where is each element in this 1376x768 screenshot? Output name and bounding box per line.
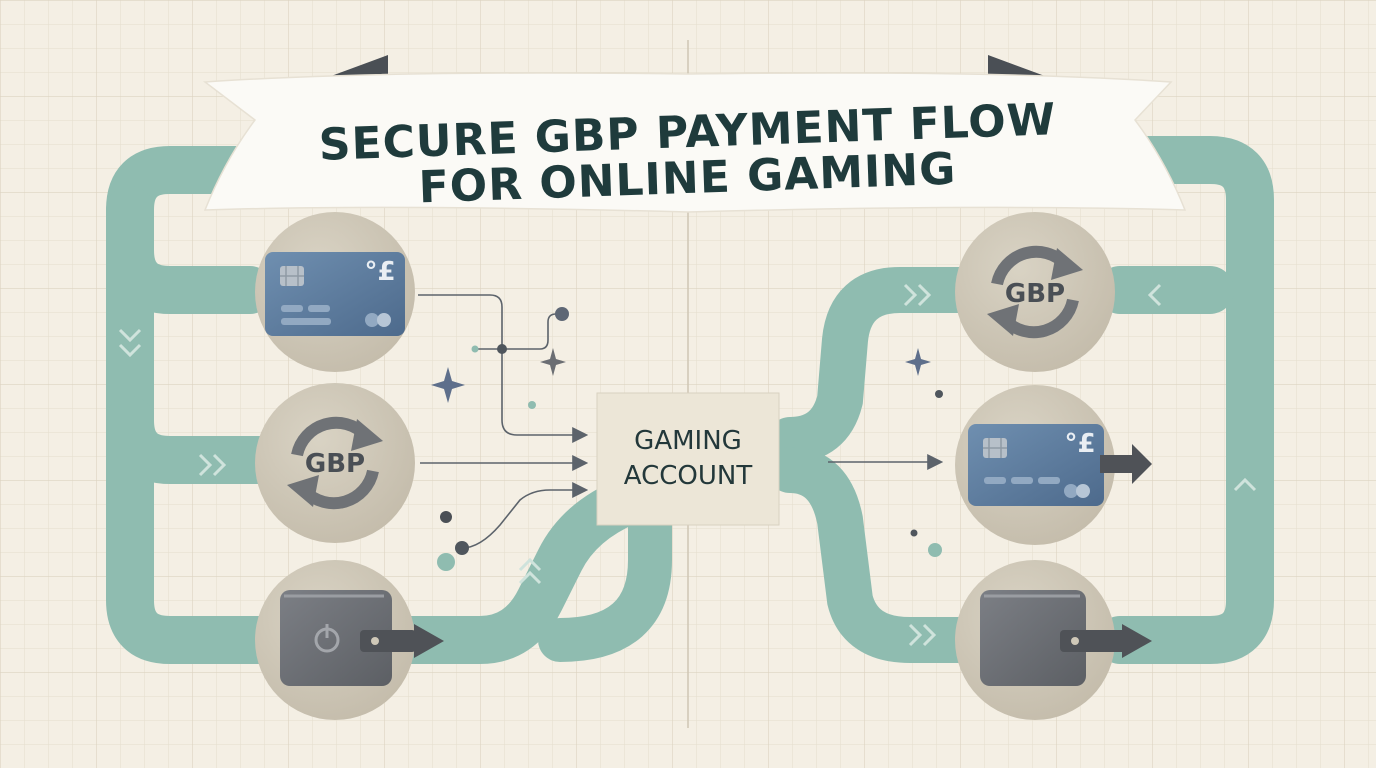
decor-sparkles — [431, 348, 931, 403]
left-exchange-node[interactable]: GBP — [255, 383, 415, 543]
right-card-currency-symbol: °£ — [1064, 429, 1095, 459]
dot — [437, 553, 455, 571]
card-currency-symbol: °£ — [364, 257, 395, 287]
chevron-up-left-bottom — [518, 557, 542, 585]
chevron-right-left-middle — [198, 453, 227, 477]
sparkle-icon — [431, 367, 465, 403]
right-path-upper — [767, 267, 1003, 463]
wallet-icon — [980, 590, 1086, 686]
arrow-right-icon — [360, 624, 444, 658]
node-circle — [955, 212, 1115, 372]
exchange-label: GBP — [305, 449, 365, 479]
sparkle-icon — [905, 348, 931, 376]
dot — [497, 344, 507, 354]
dot — [455, 541, 469, 555]
right-flow-paths — [767, 136, 1274, 664]
connector-card-to-account — [418, 294, 589, 443]
gaming-account-box — [596, 392, 780, 526]
gaming-account-label-line1: GAMING — [634, 426, 742, 456]
path-chevrons — [118, 283, 1257, 647]
right-path-lower — [767, 447, 1013, 663]
title-banner: SECURE GBP PAYMENT FLOW FOR ONLINE GAMIN… — [202, 55, 1187, 213]
connector-branch — [475, 313, 561, 350]
dot — [440, 511, 452, 523]
chevron-right-right-upper — [903, 283, 932, 307]
sparkle-icon — [540, 348, 566, 376]
gaming-account-node[interactable]: GAMING ACCOUNT — [596, 392, 780, 526]
decor-dots — [437, 307, 943, 571]
right-exchange-label: GBP — [1005, 279, 1065, 309]
arrow-right-icon — [1060, 624, 1152, 658]
dot — [935, 390, 943, 398]
dot — [555, 307, 569, 321]
node-circle — [255, 383, 415, 543]
dot — [910, 529, 918, 537]
right-wallet-node[interactable] — [955, 560, 1152, 720]
credit-card-icon — [265, 252, 405, 336]
banner-ribbon — [202, 72, 1187, 213]
left-flow-paths — [106, 146, 672, 664]
wallet-icon — [280, 590, 392, 686]
chevron-down-left — [118, 328, 142, 358]
connector-lines — [418, 294, 944, 549]
connector-wallet-to-account — [461, 482, 589, 549]
right-card-node[interactable]: °£ — [955, 385, 1152, 545]
arrow-right-icon — [1100, 444, 1152, 484]
left-path-bottom — [106, 396, 664, 664]
dot — [528, 401, 536, 409]
dot — [471, 345, 479, 353]
left-card-node[interactable]: °£ — [255, 212, 415, 372]
left-wallet-node[interactable] — [255, 560, 444, 720]
gaming-account-label-line2: ACCOUNT — [624, 461, 753, 491]
credit-card-icon — [968, 424, 1104, 506]
left-path-right-rise — [538, 458, 672, 662]
chevron-left-right-top — [1147, 283, 1162, 307]
right-exchange-node[interactable]: GBP — [955, 212, 1115, 372]
chevron-right-right-lower — [908, 623, 937, 647]
chevron-up-right-outer — [1233, 477, 1257, 492]
right-outer-loop — [1096, 136, 1274, 664]
dot — [928, 543, 942, 557]
